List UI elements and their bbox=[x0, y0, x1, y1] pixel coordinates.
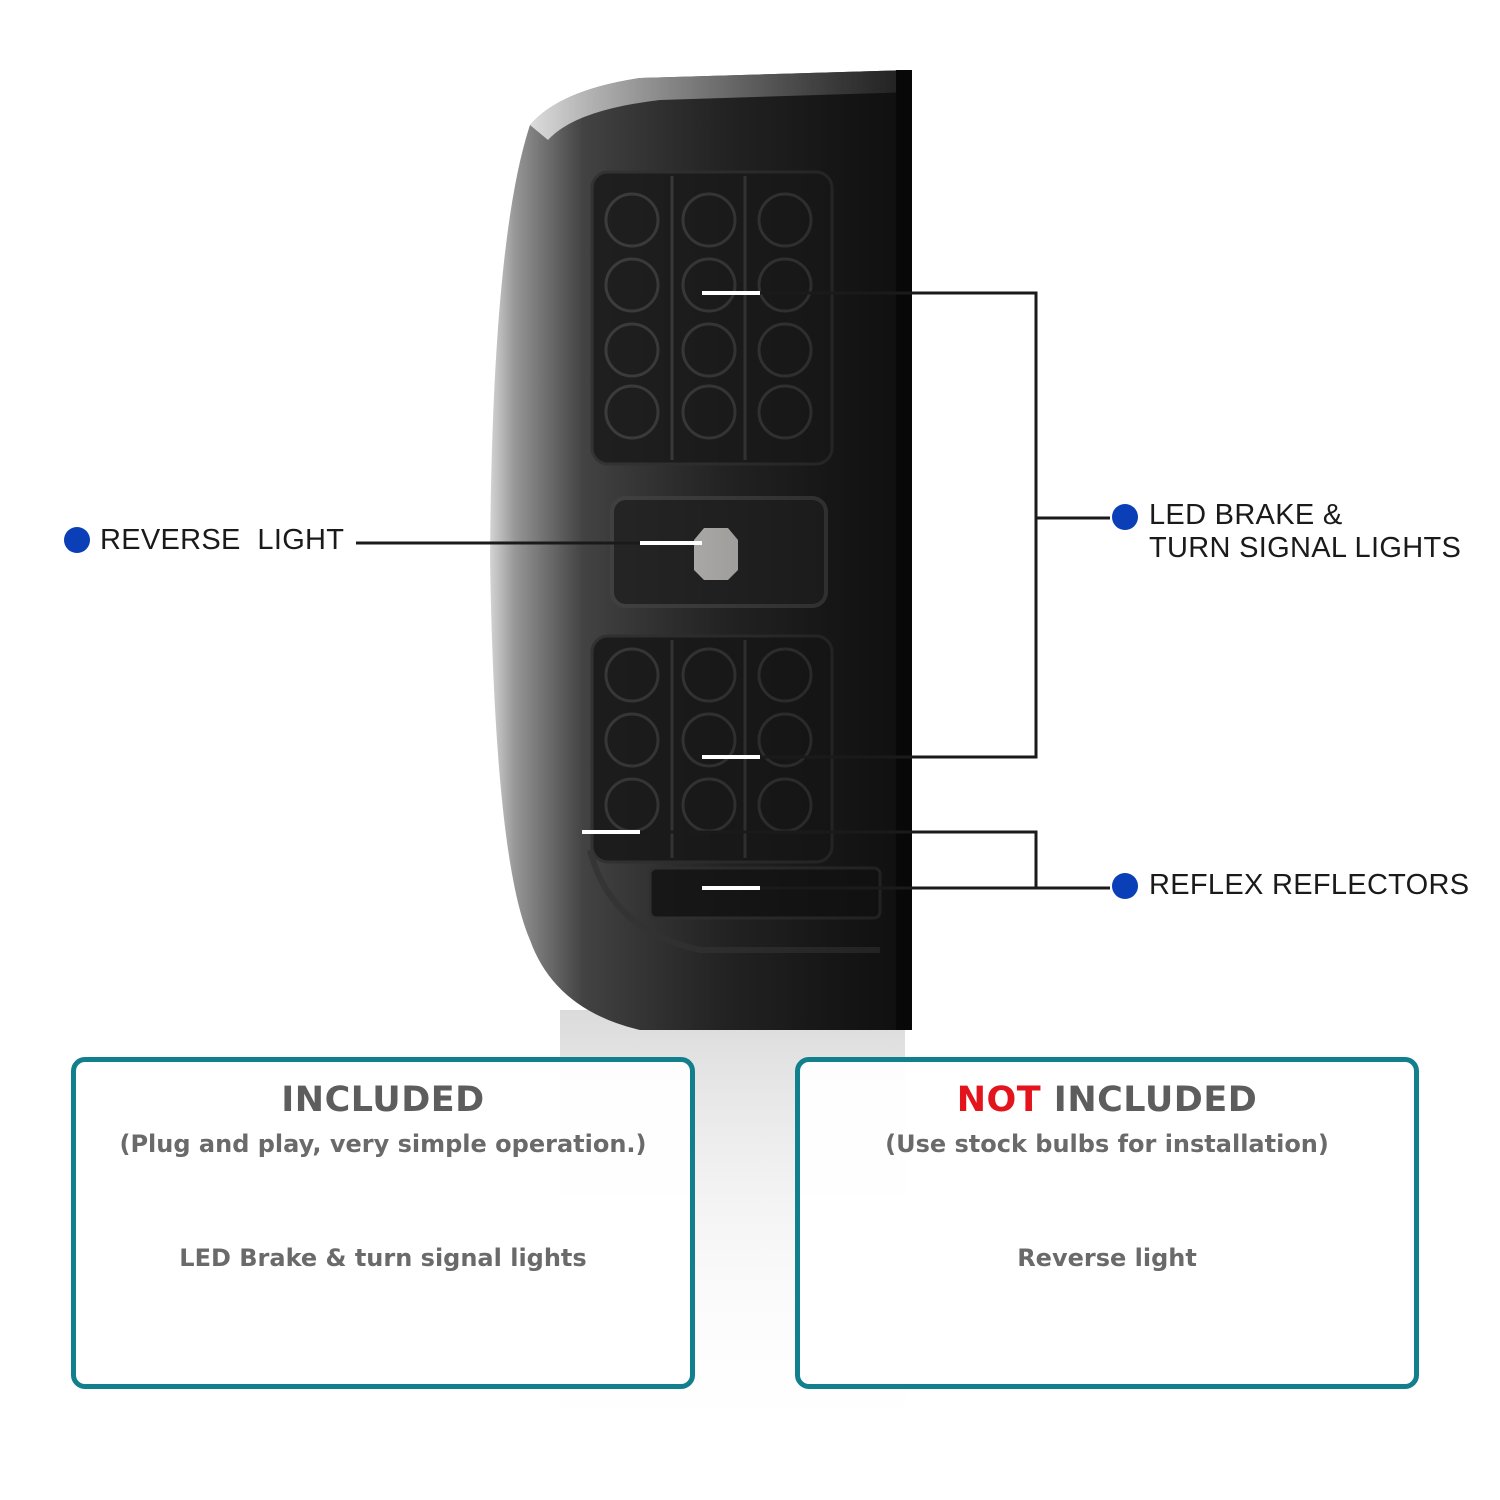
reflex-reflectors-label: REFLEX REFLECTORS bbox=[1149, 869, 1470, 901]
reverse-light-label: REVERSE LIGHT bbox=[100, 524, 345, 556]
reverse-light-dot bbox=[64, 527, 90, 553]
not-included-title-rest: INCLUDED bbox=[1041, 1080, 1258, 1120]
led-brake-dot bbox=[1112, 504, 1138, 530]
led-brake-label: LED BRAKE & TURN SIGNAL LIGHTS bbox=[1149, 499, 1462, 564]
included-box: INCLUDED (Plug and play, very simple ope… bbox=[71, 1057, 695, 1389]
reflex-reflectors-dot bbox=[1112, 873, 1138, 899]
not-included-subtitle: (Use stock bulbs for installation) bbox=[885, 1130, 1329, 1158]
included-subtitle: (Plug and play, very simple operation.) bbox=[119, 1130, 647, 1158]
not-included-box: NOT INCLUDED (Use stock bulbs for instal… bbox=[795, 1057, 1419, 1389]
not-included-item: Reverse light bbox=[1017, 1244, 1197, 1272]
included-item: LED Brake & turn signal lights bbox=[179, 1244, 587, 1272]
not-highlight: NOT bbox=[956, 1080, 1042, 1120]
not-included-title: NOT INCLUDED bbox=[800, 1080, 1414, 1120]
included-title: INCLUDED bbox=[281, 1080, 485, 1120]
